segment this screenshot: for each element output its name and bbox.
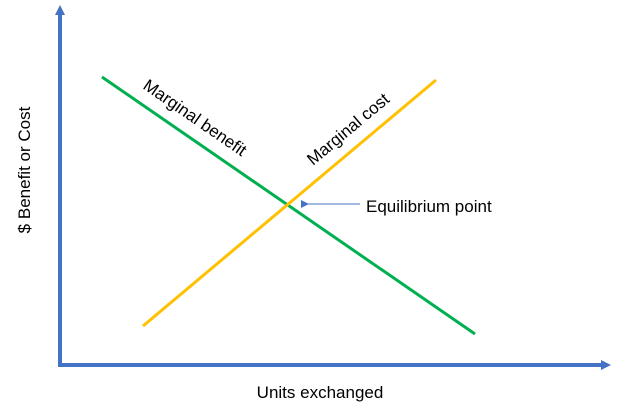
y-axis-label: $ Benefit or Cost (15, 106, 34, 233)
marginal-cost-label: Marginal cost (303, 89, 393, 169)
marginal-benefit-label: Marginal benefit (140, 76, 251, 160)
x-axis-label: Units exchanged (257, 383, 384, 402)
equilibrium-label: Equilibrium point (366, 197, 492, 216)
marginal-cost-line (142, 78, 437, 328)
